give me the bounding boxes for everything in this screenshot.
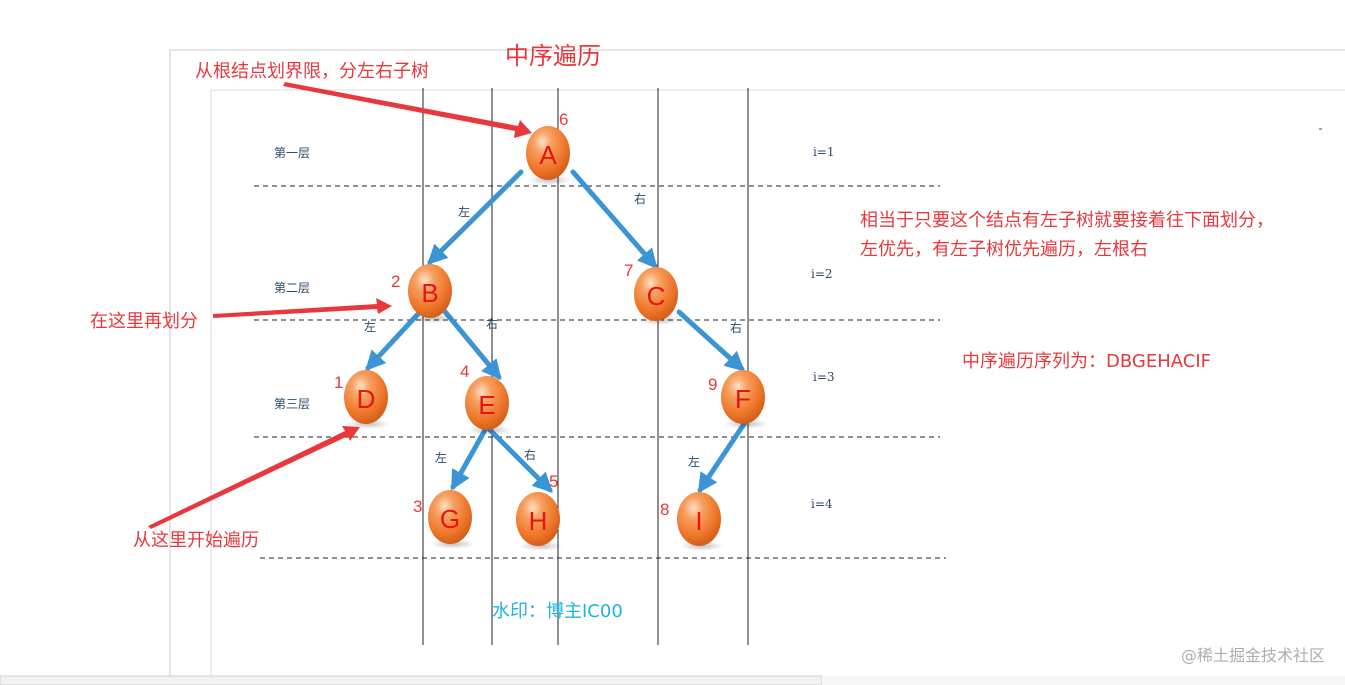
diagram-title: 中序遍历 [505,42,601,70]
node-E: E 4 [460,362,512,435]
tree-edges [365,169,747,494]
annotation-sequence: 中序遍历序列为：DBGEHACIF [962,351,1211,372]
annotation-arrows [148,82,532,529]
edge-A-C [570,169,658,270]
layer-separators [254,185,946,559]
node-order-F: 9 [708,375,717,394]
node-I: I 8 [660,492,724,551]
watermark-text: 水印：博主IC00 [492,601,623,622]
node-order-H: 5 [549,472,558,491]
layer-label-3: 第三层 [274,397,310,411]
node-G: G 3 [413,490,475,549]
node-A: A 6 [526,110,572,185]
node-label-G: G [440,504,460,534]
node-order-B: 2 [391,272,400,291]
annotation-explain-line1: 相当于只要这个结点有左子树就要接着往下面划分， [860,210,1274,231]
edge-B-D [365,311,421,371]
edge-label-C-F: 右 [730,320,742,335]
node-label-A: A [539,140,557,170]
node-label-D: D [357,384,376,414]
edge-A-B [427,169,524,265]
level-label-2: i=2 [811,267,833,281]
layer-label-1: 第一层 [274,146,310,160]
layer-labels: 第一层 第二层 第三层 i=1 i=2 i=3 i=4 [274,145,835,511]
edge-label-E-H: 右 [524,447,536,462]
page-frame [0,49,1345,685]
node-order-E: 4 [460,362,469,381]
layer-label-2: 第二层 [274,281,310,295]
node-B: B 2 [391,264,455,323]
arrow-to-d [148,426,360,529]
node-order-C: 7 [624,261,633,280]
node-order-A: 6 [559,110,568,129]
edge-C-F [676,309,745,372]
arrow-to-root [283,82,532,138]
edge-label-A-C: 右 [634,191,646,206]
node-label-B: B [421,278,438,308]
node-label-F: F [735,384,751,414]
node-C: C 7 [624,261,681,325]
annotation-split-again: 在这里再划分 [90,311,198,332]
node-label-E: E [478,390,495,420]
node-order-D: 1 [334,373,343,392]
node-order-I: 8 [660,500,669,519]
edge-labels: 左 右 左 右 右 左 右 左 [364,191,742,469]
annotation-root-split: 从根结点划界限，分左右子树 [195,61,429,82]
node-F: F 9 [708,370,768,429]
edge-E-G [450,427,488,491]
level-label-3: i=3 [813,370,835,384]
corner-watermark: @稀土掘金技术社区 [1181,646,1325,665]
vertical-guides [422,88,749,645]
edge-label-E-G: 左 [435,450,447,465]
edge-label-B-D: 左 [364,319,376,334]
edge-label-F-I: 左 [688,454,700,469]
node-H: H 5 [516,472,563,551]
edge-F-I [697,421,747,494]
level-label-4: i=4 [811,497,833,511]
edge-label-A-B: 左 [458,204,470,219]
node-label-C: C [647,281,666,311]
edge-E-H [487,427,553,493]
edge-label-B-E: 右 [486,316,498,331]
node-label-H: H [529,506,548,536]
node-order-G: 3 [413,497,422,516]
node-D: D 1 [334,370,390,429]
node-label-I: I [695,506,702,536]
arrow-to-b [213,298,392,318]
annotation-start-here: 从这里开始遍历 [133,530,259,551]
annotation-explain-line2: 左优先，有左子树优先遍历，左根右 [860,239,1148,260]
level-label-1: i=1 [813,145,835,159]
